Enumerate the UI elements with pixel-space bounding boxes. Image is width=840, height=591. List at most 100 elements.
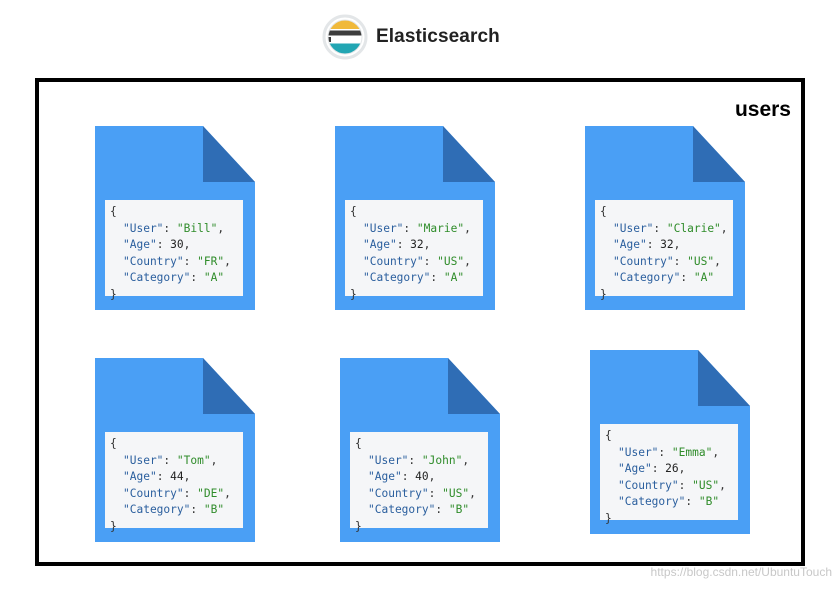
json-value: "Clarie" (666, 221, 721, 235)
json-value: "US" (692, 478, 720, 492)
json-value: 30 (170, 238, 184, 251)
json-value: "Tom" (176, 453, 211, 467)
json-field-country: "Country": "FR", (123, 254, 231, 268)
json-field-user: "User": "Tom", (123, 453, 218, 467)
index-label: users (734, 98, 791, 121)
json-document: { "User": "John", "Age": 40, "Country": "US… (350, 432, 488, 533)
json-field-age: "Age": 40, (368, 470, 436, 483)
json-key: "User" (123, 453, 164, 467)
json-value: 40 (415, 470, 429, 483)
index-container: users (35, 78, 805, 566)
json-field-age: "Age": 44, (123, 470, 191, 483)
document-card: { "User": "Marie", "Age": 32, "Country": "U… (335, 126, 495, 310)
json-value: 44 (170, 470, 184, 483)
json-open-brace: { (355, 437, 362, 450)
json-key: "Age" (613, 238, 647, 251)
json-key: "Age" (618, 462, 652, 475)
json-close-brace: } (110, 519, 117, 533)
json-key: "Country" (123, 254, 184, 268)
json-key: "Country" (618, 478, 679, 492)
json-field-user: "User": "Bill", (123, 221, 225, 235)
json-close-brace: } (110, 287, 117, 301)
document-card: { "User": "Emma", "Age": 26, "Country": "US… (590, 350, 750, 534)
json-value: "Marie" (416, 221, 465, 235)
json-field-country: "Country": "US", (613, 254, 721, 268)
json-close-brace: } (350, 287, 357, 301)
json-value: 32 (410, 238, 424, 251)
json-field-category: "Category": "B" (123, 503, 225, 516)
json-open-brace: { (605, 429, 612, 442)
json-value: 32 (660, 238, 674, 251)
json-document: { "User": "Bill", "Age": 30, "Country": "FR… (105, 200, 243, 301)
json-key: "Country" (363, 254, 424, 268)
json-key: "Age" (123, 238, 157, 251)
json-open-brace: { (110, 437, 117, 450)
json-field-category: "Category": "B" (618, 495, 720, 508)
json-field-user: "User": "Marie", (363, 221, 471, 235)
json-field-user: "User": "Emma", (618, 445, 720, 459)
json-field-country: "Country": "DE", (123, 486, 231, 500)
json-value: "B" (698, 495, 720, 508)
json-key: "Age" (363, 238, 397, 251)
json-document: { "User": "Emma", "Age": 26, "Country": "US… (600, 424, 738, 525)
json-value: "Bill" (176, 221, 218, 235)
json-value: "A" (443, 271, 465, 284)
brand-name: Elasticsearch (376, 26, 500, 47)
json-value: "US" (442, 486, 470, 500)
json-key: "Country" (613, 254, 674, 268)
document-card: { "User": "Tom", "Age": 44, "Country": "DE"… (95, 358, 255, 542)
json-document: {"User": "Clarie","Age": 32,"Country": "… (595, 200, 733, 301)
json-field-country: "Country": "US", (363, 254, 471, 268)
json-key: "User" (363, 221, 404, 235)
json-value: "B" (448, 503, 470, 516)
json-key: "Country" (368, 486, 429, 500)
json-field-country: "Country": "US", (618, 478, 726, 492)
json-field-user: "User": "John", (368, 453, 470, 467)
json-field-age: "Age": 32, (613, 238, 681, 251)
json-key: "User" (123, 221, 164, 235)
json-value: "A" (203, 271, 225, 284)
json-close-brace: } (605, 511, 612, 525)
json-document: { "User": "Tom", "Age": 44, "Country": "DE"… (105, 432, 243, 533)
json-key: "Category" (123, 271, 191, 284)
json-open-brace: { (350, 205, 357, 218)
json-close-brace: } (355, 519, 362, 533)
json-field-category: "Category": "A" (123, 271, 225, 284)
json-field-age: "Age": 30, (123, 238, 191, 251)
json-key: "Age" (123, 470, 157, 483)
document-card: { "User": "Bill", "Age": 30, "Country": "FR… (95, 126, 255, 310)
document-card: { "User": "John", "Age": 40, "Country": "US… (340, 358, 500, 542)
json-value: "Emma" (671, 445, 713, 459)
json-value: "B" (203, 503, 225, 516)
json-field-category: "Category": "A" (363, 271, 465, 284)
json-field-category: "Category": "B" (368, 503, 470, 516)
json-field-category: "Category": "A" (613, 271, 715, 284)
json-key: "User" (618, 445, 659, 459)
json-document: { "User": "Marie", "Age": 32, "Country": "U… (345, 200, 483, 301)
json-field-age: "Age": 26, (618, 462, 686, 475)
json-key: "Category" (123, 503, 191, 516)
json-key: "User" (368, 453, 409, 467)
json-open-brace: { (110, 205, 117, 218)
json-open-brace: { (600, 205, 607, 218)
json-field-age: "Age": 32, (363, 238, 431, 251)
document-card: {"User": "Clarie","Age": 32,"Country": "… (585, 126, 745, 310)
json-value: "US" (437, 254, 465, 268)
json-key: "Category" (613, 271, 681, 284)
json-value: "A" (693, 271, 715, 284)
json-value: "FR" (197, 254, 225, 268)
header: Elasticsearch (322, 12, 500, 62)
json-key: "Country" (123, 486, 184, 500)
json-key: "Category" (618, 495, 686, 508)
json-value: "John" (421, 453, 463, 467)
json-value: "US" (687, 254, 715, 268)
json-value: "DE" (197, 486, 225, 500)
watermark: https://blog.csdn.net/UbuntuTouch (650, 565, 832, 579)
json-value: 26 (665, 462, 679, 475)
json-key: "Category" (368, 503, 436, 516)
json-close-brace: } (600, 287, 607, 301)
json-key: "Category" (363, 271, 431, 284)
json-field-country: "Country": "US", (368, 486, 476, 500)
json-key: "Age" (368, 470, 402, 483)
elasticsearch-logo-icon (322, 14, 368, 60)
